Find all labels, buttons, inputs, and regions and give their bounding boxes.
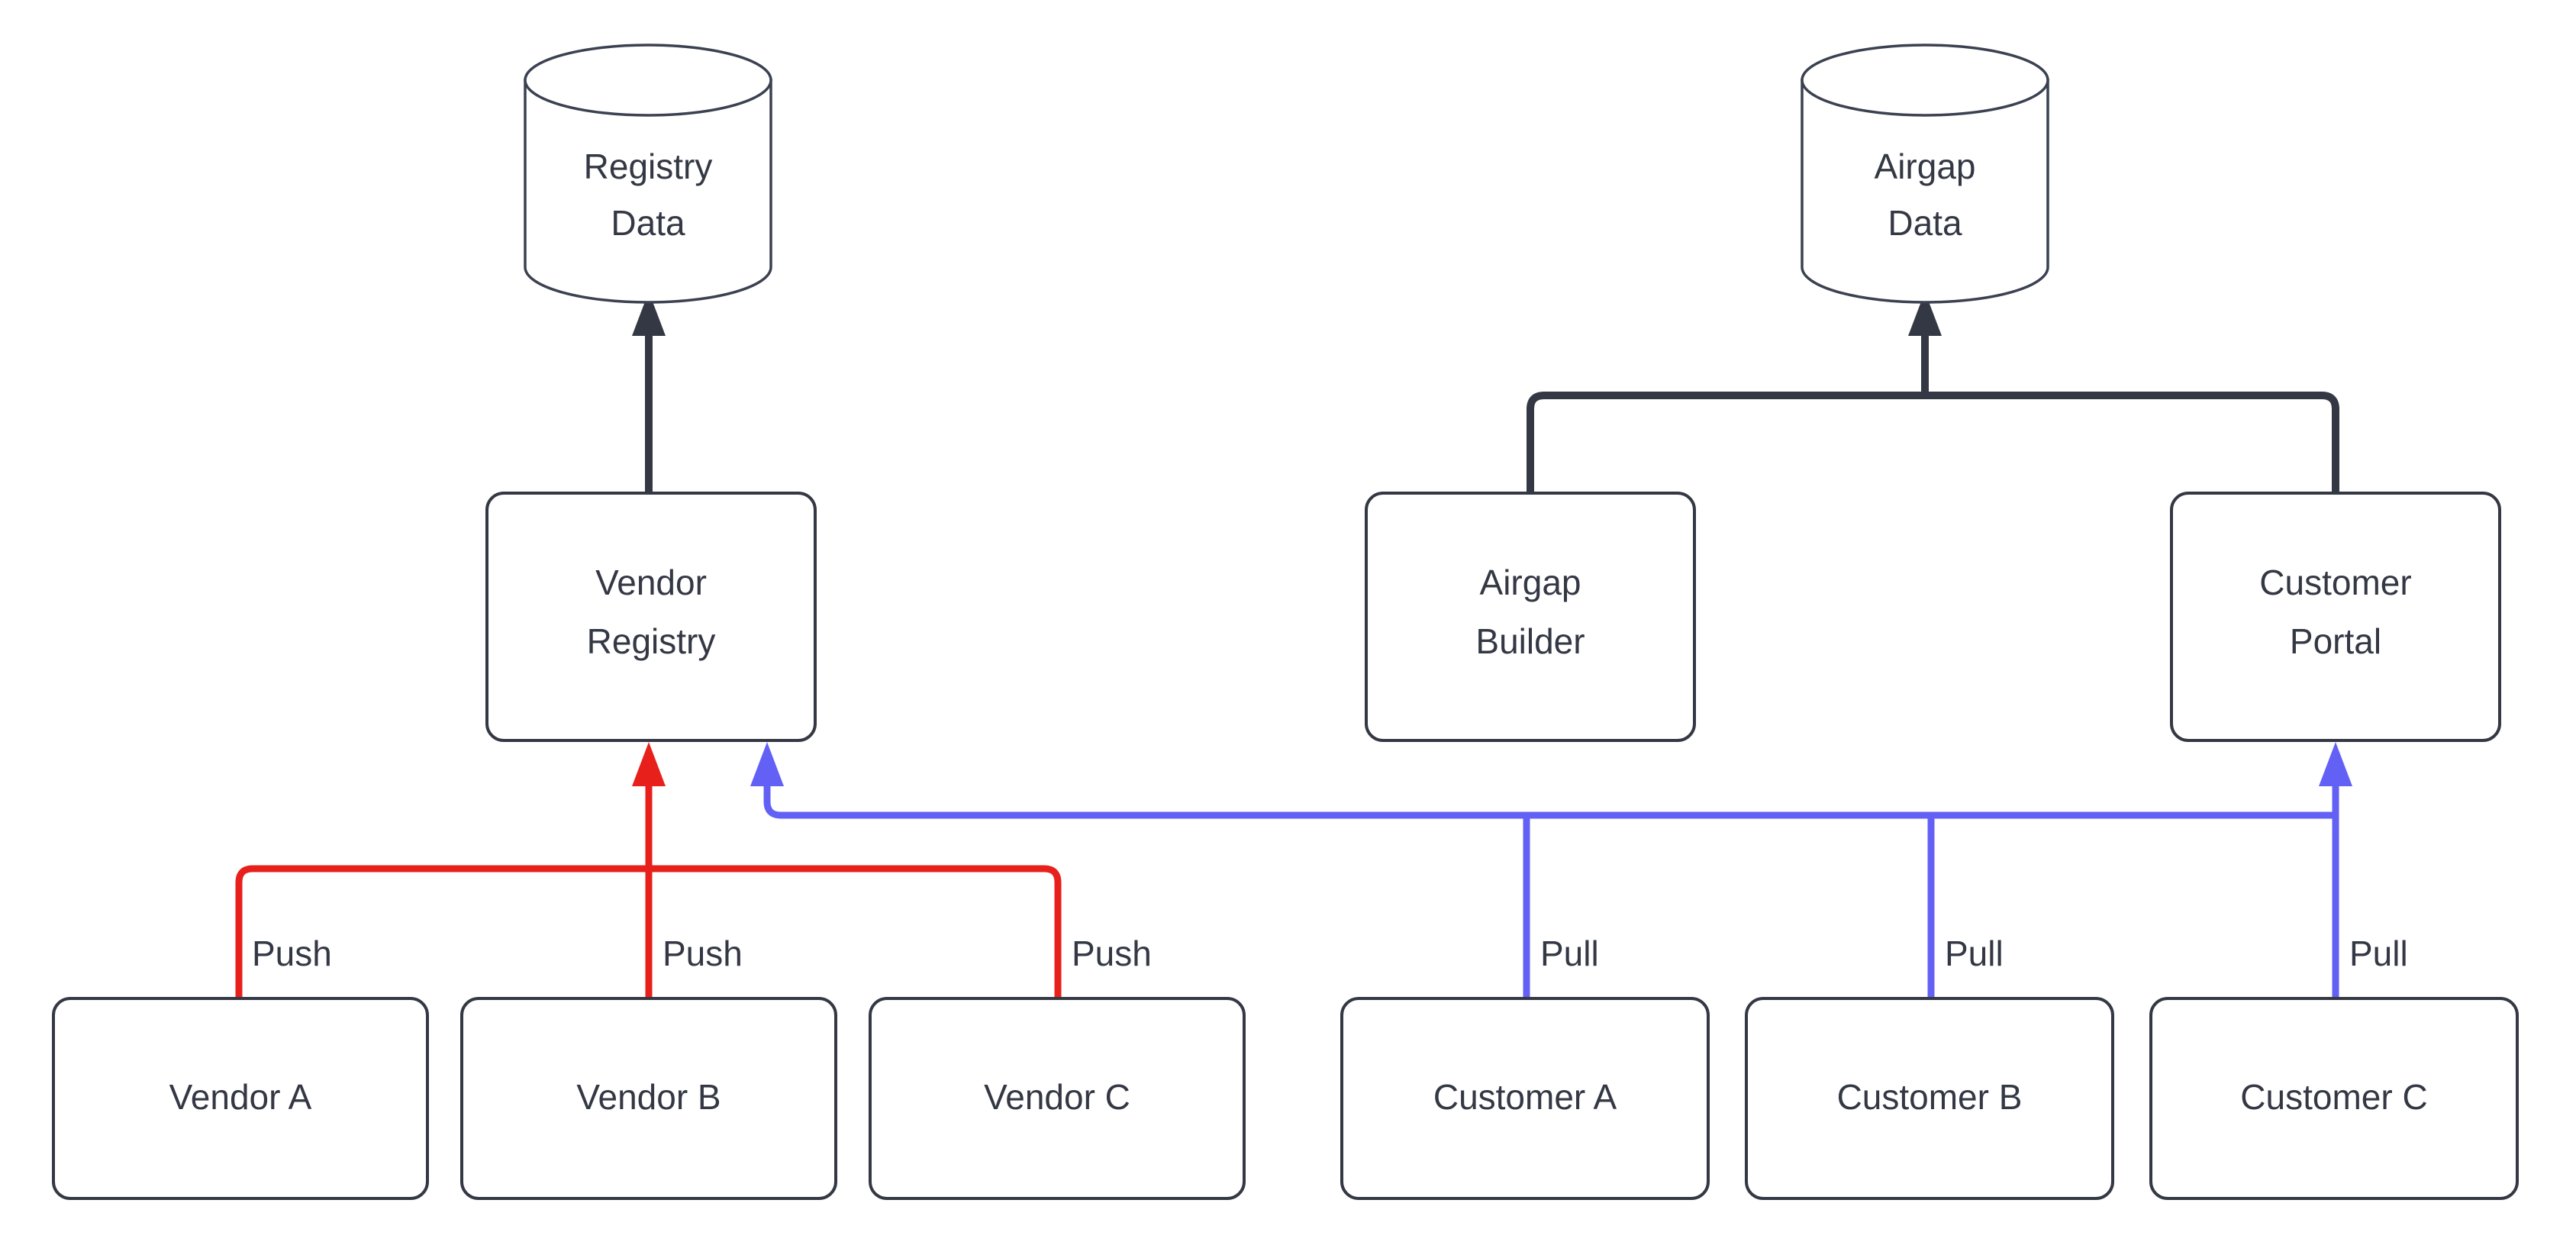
edge-pull-bus (763, 769, 2336, 819)
node-box (485, 492, 817, 742)
node-box (1340, 997, 1710, 1200)
node-vendor-c[interactable]: Vendor C (869, 997, 1246, 1200)
edge-line (1925, 392, 2339, 493)
node-vendor-registry[interactable]: Vendor Registry (485, 492, 817, 742)
node-label: Vendor A (169, 1077, 312, 1117)
node-label-line1: Registry (584, 147, 713, 186)
node-customer-c[interactable]: Customer C (2149, 997, 2519, 1200)
node-customer-a[interactable]: Customer A (1340, 997, 1710, 1200)
node-customer-portal[interactable]: Customer Portal (2170, 492, 2501, 742)
edge-label-push-vendor-b: Push (663, 934, 743, 973)
cylinder-top (1801, 44, 2049, 117)
node-box (52, 997, 429, 1200)
edge-line (1527, 392, 1925, 493)
arrow-head-icon (632, 292, 666, 336)
arrow-head-icon (632, 742, 666, 786)
edge-label-pull-customer-b: Pull (1945, 934, 2004, 973)
node-label-line1: Airgap (1480, 563, 1581, 602)
node-label-line2: Registry (587, 621, 716, 661)
node-registry-data[interactable]: Registry Data (524, 44, 772, 304)
node-box (2170, 492, 2501, 742)
arrow-head-icon (750, 742, 784, 786)
edge-customer-portal-to-airgap-data (1908, 292, 2339, 493)
node-vendor-a[interactable]: Vendor A (52, 997, 429, 1200)
node-box (869, 997, 1246, 1200)
node-label-line1: Airgap (1875, 147, 1976, 186)
node-label: Customer C (2240, 1077, 2427, 1117)
edge-label-push-vendor-a: Push (252, 934, 332, 973)
node-label-line2: Portal (2290, 621, 2381, 661)
node-vendor-b[interactable]: Vendor B (460, 997, 837, 1200)
edge-label-pull-customer-c: Pull (2349, 934, 2408, 973)
node-label-line2: Builder (1475, 621, 1585, 661)
edge-group-pull (750, 742, 2352, 998)
node-label: Vendor B (576, 1077, 721, 1117)
edge-label-pull-customer-a: Pull (1540, 934, 1599, 973)
cylinder-body (524, 79, 772, 304)
node-label: Customer B (1837, 1077, 2023, 1117)
cylinder-top (524, 44, 772, 117)
node-airgap-data[interactable]: Airgap Data (1801, 44, 2049, 304)
node-box (460, 997, 837, 1200)
node-airgap-builder[interactable]: Airgap Builder (1365, 492, 1696, 742)
node-box (1365, 492, 1696, 742)
arrow-head-icon (1908, 292, 1942, 336)
node-label: Customer A (1433, 1077, 1617, 1117)
node-label-line1: Customer (2259, 563, 2411, 602)
edge-label-push-vendor-c: Push (1072, 934, 1152, 973)
node-label-line1: Vendor (595, 563, 707, 602)
node-customer-b[interactable]: Customer B (1745, 997, 2114, 1200)
node-label-line2: Data (611, 203, 685, 243)
node-label-line2: Data (1888, 203, 1962, 243)
edge-vendor-registry-to-registry-data (632, 292, 666, 493)
edge-airgap-builder-to-airgap-data (1527, 392, 1925, 493)
edge-group-push (235, 742, 1062, 998)
node-label: Vendor C (984, 1077, 1130, 1117)
arrow-head-icon (2319, 742, 2352, 786)
node-box (1745, 997, 2114, 1200)
cylinder-body (1801, 79, 2049, 304)
node-box (2149, 997, 2519, 1200)
